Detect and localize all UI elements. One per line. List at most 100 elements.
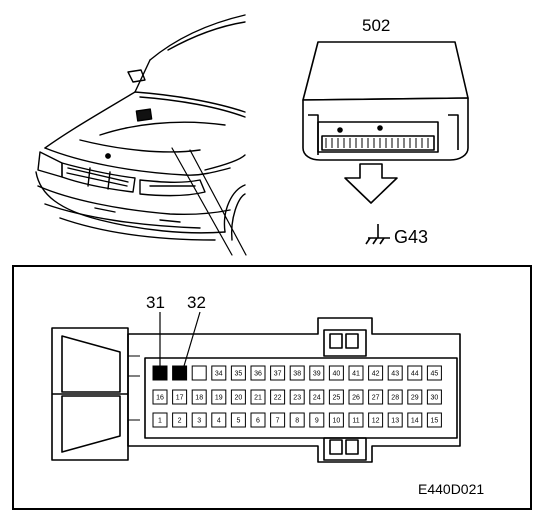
pin [230,389,246,405]
pin [368,412,384,428]
pin-number: 19 [215,395,223,402]
pin-number: 4 [217,418,221,425]
connector-teeth [325,138,429,148]
callout-leader-32 [183,311,201,367]
pin-number: 7 [276,418,280,425]
pin [250,365,266,381]
pin-number: 40 [333,371,341,378]
detail-frame [12,265,532,510]
pin [270,389,286,405]
pin-number: 21 [254,395,262,402]
ground-point-label: G43 [394,227,428,247]
pin-number: 10 [333,418,341,425]
pin-number: 16 [156,395,164,402]
pin [309,365,325,381]
pin [289,412,305,428]
pin-number: 36 [254,371,262,378]
pin [387,389,403,405]
pin [368,389,384,405]
pin [211,412,227,428]
pin-number: 29 [411,395,419,402]
pin-number: 18 [195,395,203,402]
pin [211,389,227,405]
pin-number: 22 [274,395,282,402]
pin-number: 23 [293,395,301,402]
connector-housing [51,317,461,463]
pin [348,389,364,405]
pin-number: 1 [158,418,162,425]
pin-number: 28 [391,395,399,402]
pin-number: 42 [372,371,380,378]
pin [328,365,344,381]
pin [309,389,325,405]
pin-number: 9 [315,418,319,425]
pin [426,389,442,405]
pin [289,365,305,381]
pin [191,365,207,381]
figure-code-label: E440D021 [418,481,484,497]
pin [230,365,246,381]
pin [348,412,364,428]
pin [348,365,364,381]
down-arrow-icon [344,163,398,204]
pin [289,389,305,405]
pin-number: 34 [215,371,223,378]
pin-number: 35 [235,371,243,378]
pin [250,412,266,428]
pin-number: 43 [391,371,399,378]
pin [250,389,266,405]
pin [368,365,384,381]
pin-number: 37 [274,371,282,378]
pin-number: 38 [293,371,301,378]
pin-number: 11 [352,418,359,425]
pin-number: 25 [333,395,341,402]
pin [387,412,403,428]
pin [407,412,423,428]
ground-symbol-icon [365,224,390,245]
pin-callout-32: 32 [187,293,206,312]
pin-number: 24 [313,395,321,402]
pin-number: 15 [431,418,439,425]
pin-number: 14 [411,418,419,425]
pin [426,365,442,381]
pin-number: 3 [197,418,201,425]
pin-number: 6 [256,418,260,425]
pin [426,412,442,428]
pin-number: 39 [313,371,321,378]
pin-number: 8 [295,418,299,425]
pin-number: 41 [352,371,360,378]
pin-number: 26 [352,395,360,402]
pin-highlighted [172,365,188,381]
pin [191,389,207,405]
pin-number: 5 [236,418,240,425]
pin [172,389,188,405]
pin [309,412,325,428]
pin-number: 44 [411,371,419,378]
pin [328,389,344,405]
pin-callout-31: 31 [146,293,165,312]
pin [211,365,227,381]
pin [230,412,246,428]
car-illustration [35,14,247,256]
pin [270,412,286,428]
pin-number: 45 [431,371,439,378]
pin-number: 30 [431,395,439,402]
pin [172,412,188,428]
pin [407,365,423,381]
pin-highlighted [152,365,168,381]
pin-number: 12 [372,418,380,425]
pin-number: 13 [391,418,399,425]
unit-number-label: 502 [362,16,390,35]
pin-number: 20 [235,395,243,402]
pin [328,412,344,428]
pin [270,365,286,381]
control-unit-502 [302,41,469,161]
pin [191,412,207,428]
pin [152,389,168,405]
pin [387,365,403,381]
pin [407,389,423,405]
pin [152,412,168,428]
pin-number: 2 [178,418,182,425]
